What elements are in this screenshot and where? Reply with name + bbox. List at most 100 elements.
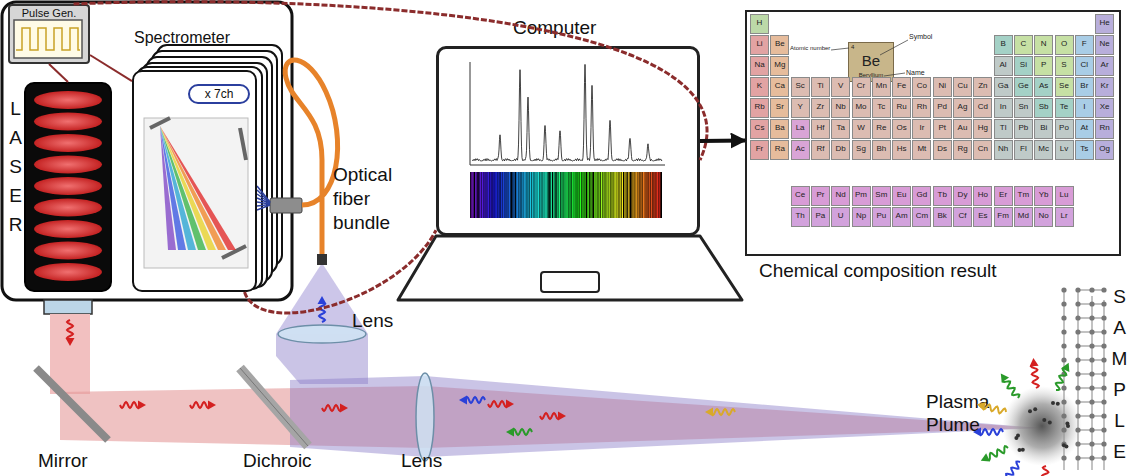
emission-line — [563, 172, 564, 218]
element-symbol: Np — [853, 211, 870, 221]
emission-line — [615, 172, 616, 218]
lattice-atom — [1089, 301, 1094, 306]
element-symbol: P — [1035, 60, 1052, 70]
element-cell: Th — [791, 207, 810, 227]
emission-line — [601, 172, 602, 218]
photon-head — [506, 400, 514, 409]
lattice-atom — [1075, 343, 1080, 348]
emission-line — [486, 172, 487, 218]
lattice-atom — [1101, 371, 1106, 376]
element-symbol: Fl — [1015, 144, 1032, 154]
element-symbol: N — [1035, 39, 1052, 49]
emission-line — [475, 172, 476, 218]
emission-line — [591, 172, 592, 218]
element-cell: Ac — [791, 140, 810, 160]
lattice-atom — [1101, 315, 1106, 320]
element-cell: Tm — [1014, 186, 1033, 206]
element-symbol: Br — [1076, 81, 1093, 91]
element-cell: Rn — [1095, 119, 1114, 139]
leader-line — [831, 48, 849, 50]
plasma-particle — [1064, 445, 1068, 449]
element-symbol: Pu — [873, 211, 890, 221]
emission-line — [476, 172, 477, 218]
element-symbol: Zr — [812, 102, 829, 112]
element-symbol: Db — [832, 144, 849, 154]
lattice-atom — [1061, 427, 1066, 432]
emission-line — [512, 172, 513, 218]
element-symbol: Sc — [792, 81, 809, 91]
element-symbol: La — [792, 123, 809, 133]
plasma-particle — [1056, 402, 1060, 406]
element-symbol: Pm — [853, 190, 870, 200]
element-cell: Rb — [750, 98, 769, 118]
element-cell: Sb — [1034, 98, 1053, 118]
element-cell: Pm — [852, 186, 871, 206]
element-symbol: No — [1035, 211, 1052, 221]
element-cell: Y — [791, 98, 810, 118]
element-cell: N — [1034, 35, 1053, 55]
element-symbol: At — [1076, 123, 1093, 133]
emission-line — [564, 172, 565, 218]
element-cell: Cf — [953, 207, 972, 227]
node-text: Chemical composition result — [759, 260, 997, 282]
laptop-base — [398, 236, 742, 300]
element-symbol: Al — [995, 60, 1012, 70]
element-symbol: Cm — [913, 211, 930, 221]
element-cell: Bi — [1034, 119, 1053, 139]
fiber-strand — [257, 198, 270, 204]
leader-line — [884, 73, 905, 76]
leader-line — [880, 40, 908, 55]
emission-line — [595, 172, 596, 218]
element-symbol: Hf — [812, 123, 829, 133]
emission-line — [651, 172, 652, 218]
emission-line — [616, 172, 617, 218]
element-cell: Ar — [1095, 56, 1114, 76]
emission-line — [588, 172, 589, 218]
element-symbol: As — [1035, 81, 1052, 91]
photon-head — [340, 404, 348, 413]
element-symbol: Ti — [812, 81, 829, 91]
emission-line — [551, 172, 552, 218]
emission-line — [529, 172, 530, 218]
element-cell: Nh — [994, 140, 1013, 160]
element-symbol: V — [832, 81, 849, 91]
legend-note: Name — [906, 69, 925, 77]
element-cell: Ga — [994, 77, 1013, 97]
data-cable — [245, 230, 437, 313]
emission-line — [650, 172, 651, 218]
emission-line — [620, 172, 621, 218]
element-symbol: Ce — [792, 190, 809, 200]
emission-line — [544, 172, 545, 218]
element-symbol: Md — [1015, 211, 1032, 221]
element-symbol: W — [853, 123, 870, 133]
plasma-particle — [1042, 418, 1046, 422]
photon-head — [1061, 361, 1073, 372]
emission-line — [519, 172, 520, 218]
emission-line — [577, 172, 578, 218]
element-symbol: He — [1096, 18, 1113, 28]
lattice-atom — [1089, 357, 1094, 362]
photon-head — [318, 296, 327, 304]
emission-line — [585, 172, 586, 218]
element-symbol: Ge — [1015, 81, 1032, 91]
fiber-tip — [317, 254, 327, 265]
dichroic-mirror — [240, 368, 308, 446]
lattice-atom — [1089, 399, 1094, 404]
emission-line — [559, 172, 560, 218]
photon-arrow — [322, 404, 348, 413]
element-cell: Dy — [953, 186, 972, 206]
element-cell: Nd — [831, 186, 850, 206]
lattice-atom — [1061, 329, 1066, 334]
element-cell: Er — [994, 186, 1013, 206]
element-cell: In — [994, 98, 1013, 118]
lattice-atom — [1061, 413, 1066, 418]
element-symbol: Mo — [853, 102, 870, 112]
emission-line — [641, 172, 642, 218]
laser-cavity-mode — [34, 156, 102, 174]
element-symbol: Lu — [1056, 190, 1073, 200]
photon-arrow — [459, 396, 485, 405]
element-symbol: Rf — [812, 144, 829, 154]
element-symbol: Rb — [751, 102, 768, 112]
element-symbol: Si — [1015, 60, 1032, 70]
